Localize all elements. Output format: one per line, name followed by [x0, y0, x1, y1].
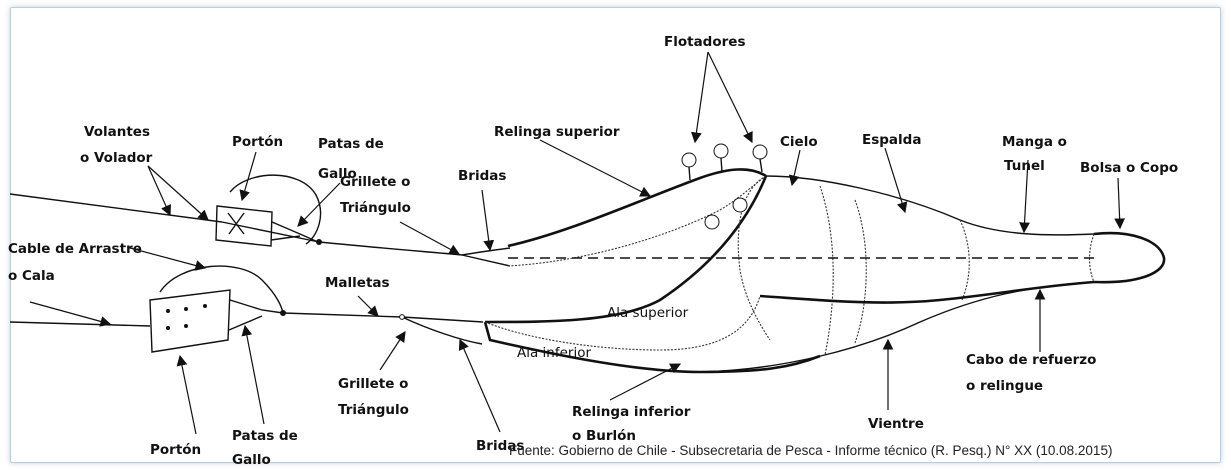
- malleta-lower: [282, 312, 403, 318]
- door-lower: [149, 265, 286, 353]
- label-volantes-2: o Volador: [80, 150, 153, 166]
- label-volantes-1: Volantes: [84, 124, 150, 140]
- label-vientre: Vientre: [868, 416, 924, 432]
- label-porton-bot: Portón: [150, 442, 201, 458]
- label-patas-gallo-top-2: Gallo: [318, 166, 357, 182]
- seam-1: [819, 185, 834, 356]
- upper-wing-inner: [484, 175, 768, 324]
- door-upper: [215, 174, 322, 247]
- label-malletas: Malletas: [325, 275, 390, 291]
- relinga-superior-line: [507, 168, 767, 248]
- label-grillete-top-1: Grillete o: [340, 174, 410, 190]
- label-grillete-bot-2: Triángulo: [338, 402, 409, 418]
- label-espalda: Espalda: [862, 132, 921, 148]
- label-patas-gallo-bot-1: Patas de: [232, 428, 298, 444]
- label-bolsa: Bolsa o Copo: [1080, 160, 1178, 176]
- label-bridas-top: Bridas: [458, 168, 506, 184]
- bridle-lower: [401, 316, 484, 345]
- figure-frame: [10, 7, 1221, 463]
- lower-wing-outer: [483, 321, 821, 374]
- label-flotadores: Flotadores: [664, 34, 745, 50]
- label-cabo-2: o relingue: [966, 378, 1043, 394]
- label-patas-gallo-bot-2: Gallo: [232, 452, 271, 468]
- label-relinga-inferior-1: Relinga inferior: [572, 404, 691, 420]
- upper-wing-zig: [507, 175, 767, 267]
- label-ala-inferior: Ala inferior: [517, 345, 591, 361]
- label-grillete-top-2: Triángulo: [340, 200, 411, 216]
- cabo-refuerzo: [759, 280, 1095, 304]
- volantes-upper: [221, 221, 320, 243]
- codend-ring: [1088, 233, 1095, 283]
- label-relinga-inferior-2: o Burlón: [572, 428, 636, 444]
- label-cable-2: o Cala: [8, 268, 55, 284]
- label-porton-top: Portón: [232, 134, 283, 150]
- seam-2: [854, 199, 867, 344]
- label-patas-gallo-top-1: Patas de: [318, 136, 384, 152]
- lower-wing-inner: [484, 295, 761, 351]
- label-relinga-superior: Relinga superior: [494, 124, 620, 140]
- cable-upper: [9, 193, 223, 223]
- source-caption: Fuente: Gobierno de Chile - Subsecretari…: [509, 443, 1112, 458]
- label-manga-1: Manga o: [1002, 134, 1067, 150]
- label-grillete-bot-1: Grillete o: [338, 376, 408, 392]
- square-zigzag: [737, 175, 771, 341]
- bridle-upper: [461, 247, 511, 267]
- floats: [681, 143, 768, 230]
- label-bridas-bot: Bridas: [476, 438, 524, 454]
- label-ala-superior: Ala superior: [607, 305, 689, 321]
- label-cable-1: Cable de Arrastre: [8, 241, 142, 257]
- label-manga-2: Tunel: [1004, 158, 1045, 174]
- seam-3: [959, 219, 970, 301]
- body-top: [765, 175, 1095, 236]
- codend: [1093, 231, 1166, 284]
- label-cabo-1: Cabo de refuerzo: [966, 352, 1096, 368]
- cable-lower: [9, 321, 151, 327]
- label-cielo: Cielo: [780, 134, 818, 150]
